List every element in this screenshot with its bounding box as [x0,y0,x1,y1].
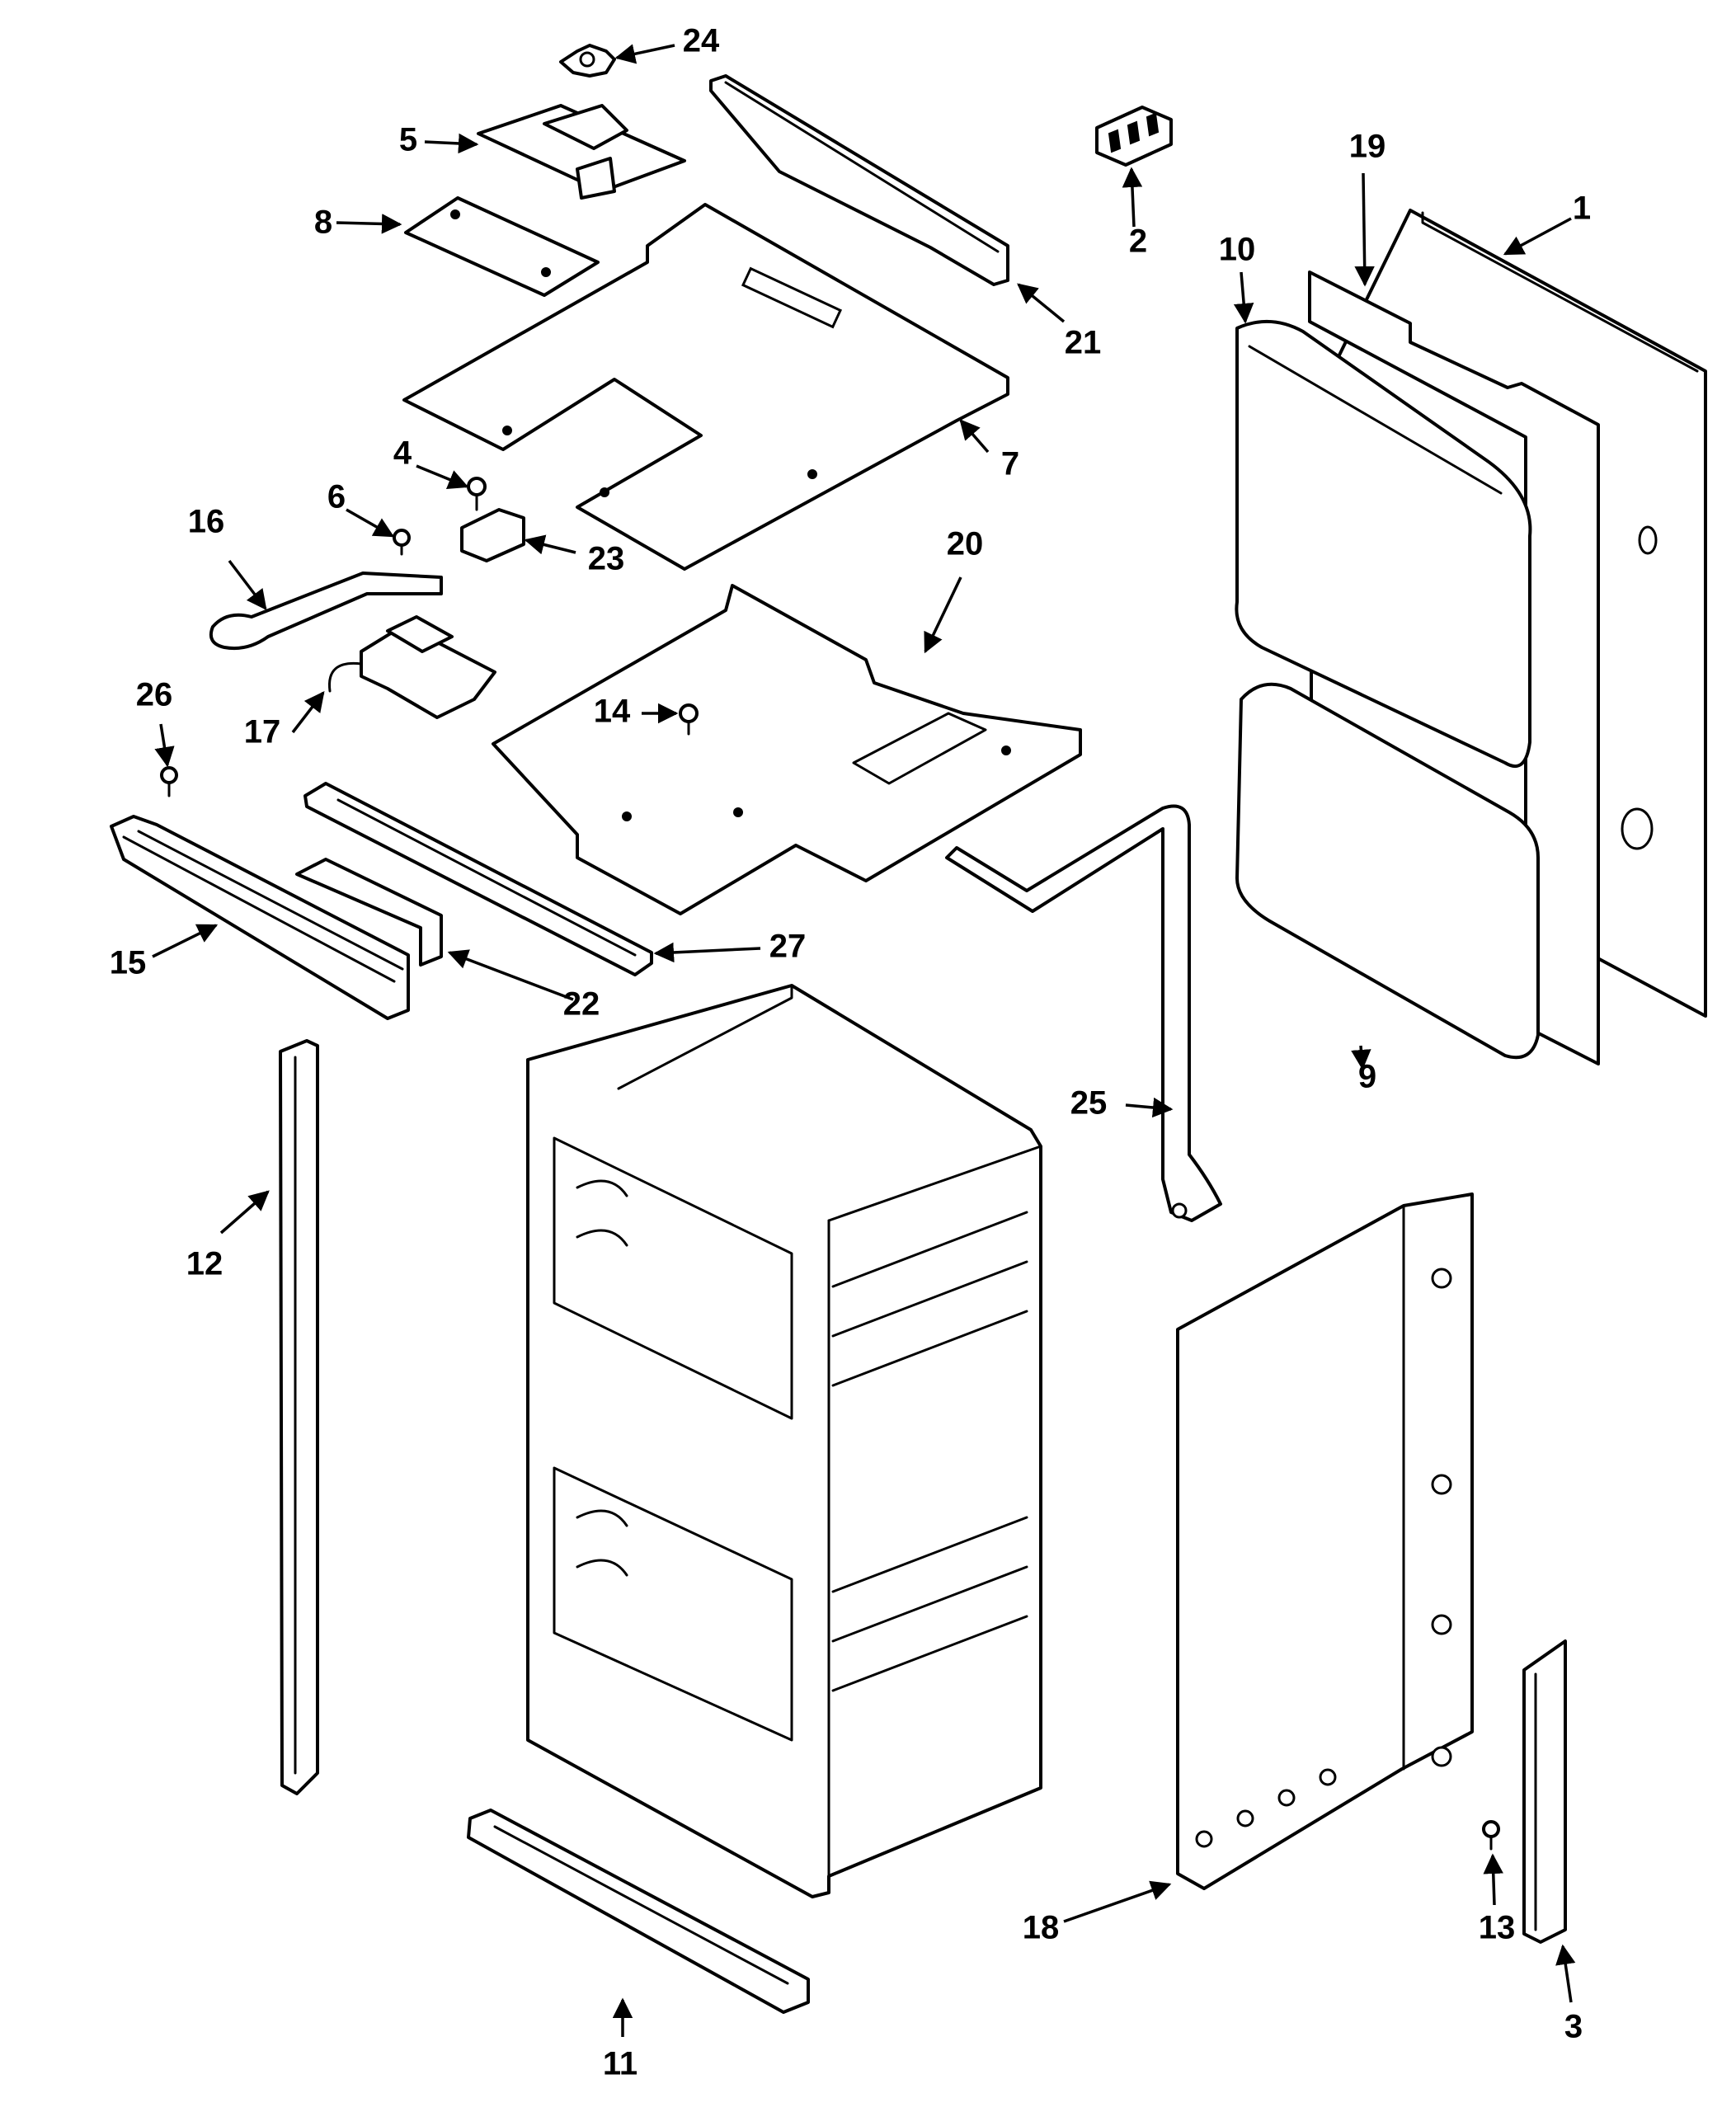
leader-24 [614,44,675,64]
part-20-oven-top [492,584,1082,915]
leader-16 [228,559,267,610]
leader-12 [219,1190,270,1235]
leader-8 [336,214,402,234]
leader-20 [924,576,962,654]
callout-27: 27 [769,929,807,965]
leader-2 [1122,167,1143,228]
leader-10 [1233,271,1254,324]
callout-7: 7 [1001,446,1019,482]
leader-18 [1063,1880,1172,1923]
leader-25 [1125,1097,1174,1118]
callout-8: 8 [314,205,332,241]
leader-5 [424,133,479,154]
part-6-screw [393,529,411,556]
leader-3 [1555,1944,1576,2003]
part-15-front-trim [110,815,410,1020]
callout-22: 22 [563,986,600,1023]
part-23-switch [460,508,525,562]
part-22-small-trim [295,858,443,967]
callout-labels: 24 5 8 21 2 1 19 10 7 4 23 6 16 20 17 14… [110,23,1591,2082]
leader-27 [653,942,761,963]
part-21-trim-rail [709,74,1009,286]
oven-cavity [526,984,1042,1898]
callout-24: 24 [683,23,720,59]
leader-23 [524,534,576,555]
callout-5: 5 [399,122,417,158]
callout-17: 17 [244,714,281,750]
part-18-side-panel [1176,1192,1474,1890]
part-3-bracket [1522,1639,1567,1944]
callout-9: 9 [1358,1059,1376,1095]
callout-12: 12 [186,1246,223,1282]
leader-19 [1354,172,1375,287]
leader-6 [346,508,395,538]
leader-22 [447,949,574,1001]
part-5-bracket [477,104,686,200]
leader-arrows [152,44,1576,2037]
part-12-side-trim [279,1039,319,1795]
part-27-vented-rail [303,782,653,976]
callout-21: 21 [1065,325,1102,361]
part-25-tube [945,804,1222,1222]
part-16-lever [209,572,443,651]
callout-15: 15 [110,945,147,981]
part-4-screw [467,477,487,511]
callout-18: 18 [1023,1910,1060,1946]
callout-16: 16 [188,504,225,540]
callout-20: 20 [947,526,984,562]
callout-1: 1 [1573,191,1591,227]
part-24-clip [559,44,616,78]
part-14-screw [679,703,699,736]
part-2-terminal-block [1095,106,1173,167]
leader-15 [152,924,219,958]
callout-3: 3 [1564,2009,1583,2045]
part-9-insulation-lower [1235,682,1540,1060]
callout-25: 25 [1070,1085,1108,1122]
callout-13: 13 [1479,1910,1516,1946]
callout-11: 11 [603,2046,637,2082]
part-17-latch [327,615,496,719]
leader-17 [291,691,325,734]
part-10-insulation-upper [1235,319,1532,769]
leader-9 [1351,1045,1371,1070]
callout-23: 23 [588,541,625,577]
callout-2: 2 [1129,223,1147,260]
callout-19: 19 [1349,129,1386,165]
callout-10: 10 [1219,232,1256,268]
leader-4 [416,464,469,489]
callout-4: 4 [393,435,412,472]
part-13-screw [1482,1820,1500,1851]
callout-26: 26 [136,677,173,713]
part-8-plate [404,196,600,297]
leader-1 [1503,217,1572,256]
leader-21 [1017,283,1066,323]
callout-6: 6 [327,479,346,515]
leader-13 [1483,1853,1503,1906]
part-11-bottom-rail [467,1809,810,2014]
part-7-top-panel [402,203,1009,571]
leader-7 [959,419,990,454]
callout-14: 14 [594,694,631,730]
part-26-screw [160,766,178,797]
leader-26 [154,723,175,768]
